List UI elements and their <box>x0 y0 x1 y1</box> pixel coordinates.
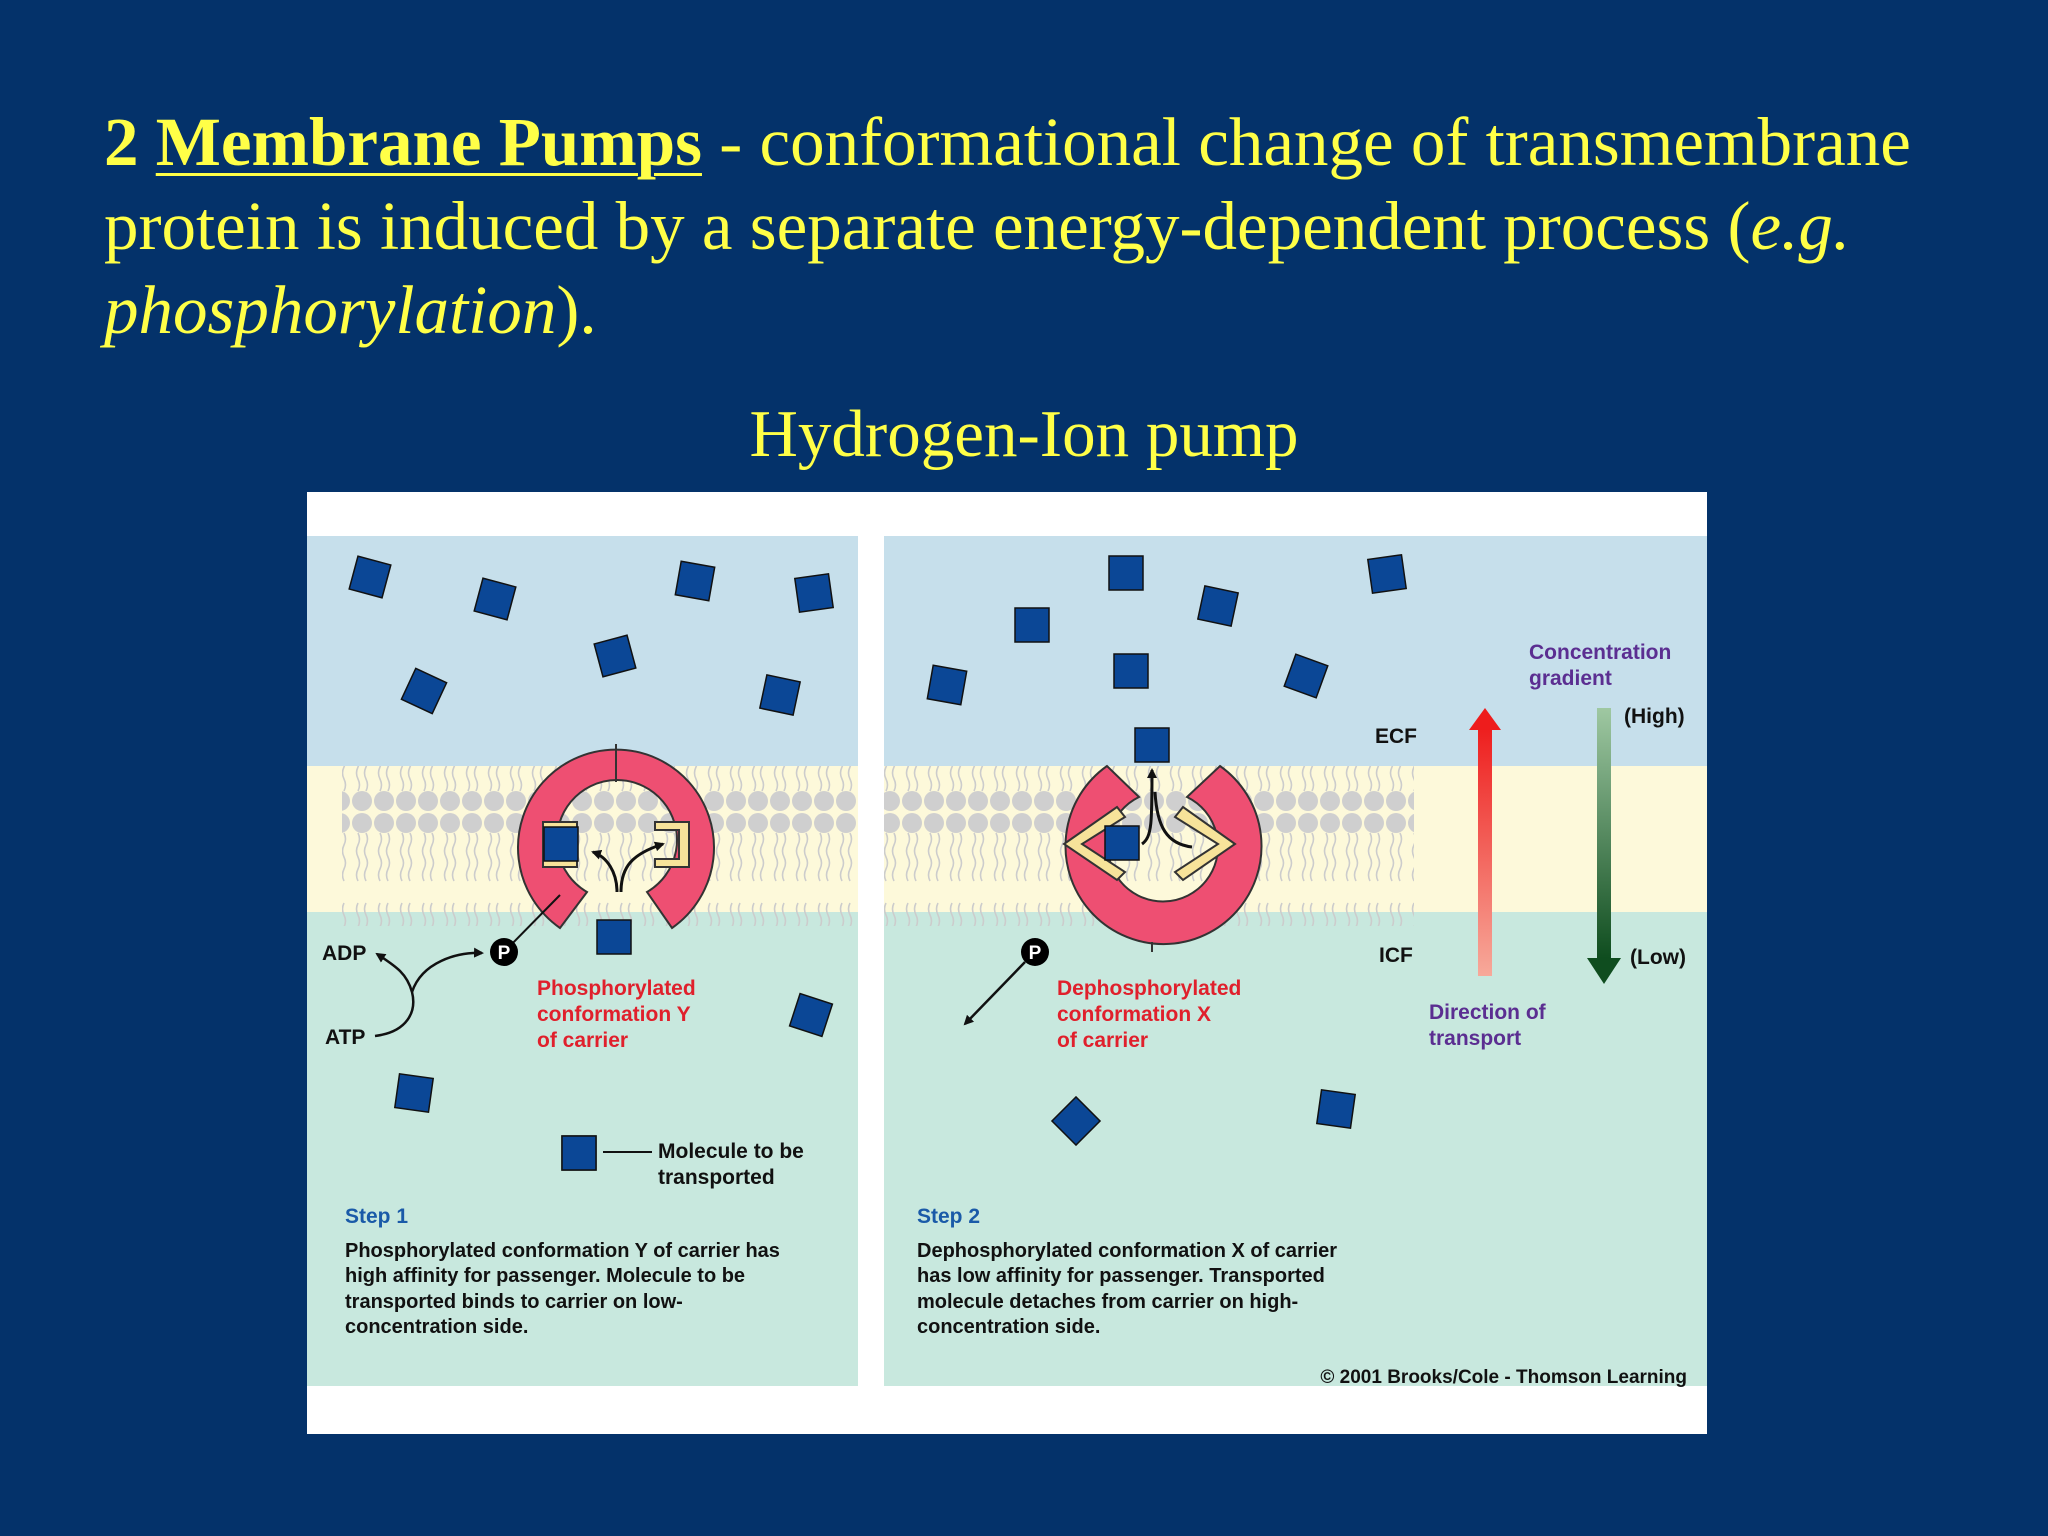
heading-text-2: ). <box>556 272 597 348</box>
gradient-label-1: Concentration <box>1529 641 1671 664</box>
released-phosphate: P <box>963 938 1049 1026</box>
direction-arrow <box>1469 708 1501 976</box>
molecule-icon <box>758 673 802 717</box>
molecule-icon <box>1014 607 1050 643</box>
phosphate-icon <box>490 938 518 966</box>
molecule-icon <box>1113 653 1149 689</box>
molecule-icon <box>561 1135 597 1171</box>
phosphate-label: P <box>498 943 511 964</box>
molecule-icon <box>348 555 392 599</box>
legend-label-1: Molecule to be <box>658 1140 804 1163</box>
atp-cycle: P ADP ATP <box>322 894 561 1049</box>
step-1-line-1: Phosphorylated conformation Y of carrier… <box>345 1240 780 1262</box>
dephosphorylated-label-2: conformation X <box>1057 1003 1211 1026</box>
legend-label-2: transported <box>658 1166 775 1189</box>
copyright-text: © 2001 Brooks/Cole - Thomson Learning <box>1320 1367 1687 1388</box>
molecule-icon <box>393 1072 435 1114</box>
heading-eg: e.g. <box>1750 188 1851 264</box>
slide-heading: 2 Membrane Pumps - conformational change… <box>104 100 1964 352</box>
molecule-icon <box>788 992 834 1038</box>
pump-diagram: P ADP ATP P Phosphorylated conformation … <box>307 492 1707 1434</box>
molecule-icon <box>473 577 517 621</box>
gradient-arrow <box>1587 708 1621 984</box>
heading-text-1: - conformational change of transmembrane… <box>104 104 1911 264</box>
phosphate-label: P <box>1029 943 1042 964</box>
adp-label: ADP <box>322 942 366 965</box>
direction-label-2: transport <box>1429 1027 1521 1050</box>
dephosphorylated-label-1: Dephosphorylated <box>1057 977 1241 1000</box>
dephosphorylated-label-3: of carrier <box>1057 1029 1148 1052</box>
icf-label: ICF <box>1379 944 1413 967</box>
molecule-icon <box>1366 553 1408 595</box>
step-2-line-4: concentration side. <box>917 1316 1100 1338</box>
heading-term: Membrane Pumps <box>155 104 702 180</box>
molecule-icon <box>1134 727 1170 763</box>
step-1: Step 1 Phosphorylated conformation Y of … <box>345 1205 780 1338</box>
molecule-icon <box>1104 825 1140 861</box>
legend: Molecule to be transported <box>561 1135 804 1189</box>
gradient-label-2: gradient <box>1529 667 1612 690</box>
step-1-title: Step 1 <box>345 1205 408 1228</box>
molecule-icon <box>400 667 448 715</box>
low-label: (Low) <box>1630 946 1686 969</box>
step-1-line-2: high affinity for passenger. Molecule to… <box>345 1265 745 1287</box>
phosphorylated-label-3: of carrier <box>537 1029 628 1052</box>
step-1-line-4: concentration side. <box>345 1316 528 1338</box>
molecule-icon <box>1050 1095 1102 1147</box>
arrow-icon <box>963 961 1026 1026</box>
step-2-line-2: has low affinity for passenger. Transpor… <box>917 1265 1325 1287</box>
lipid-bilayer-left <box>342 766 858 926</box>
molecule-icon <box>1315 1088 1357 1130</box>
molecule-icon <box>593 634 637 678</box>
phosphorylated-label-2: conformation Y <box>537 1003 691 1026</box>
direction-label-1: Direction of <box>1429 1001 1547 1024</box>
step-2: Step 2 Dephosphorylated conformation X o… <box>917 1205 1337 1338</box>
high-label: (High) <box>1624 705 1685 728</box>
molecule-icon <box>596 919 632 955</box>
slide-subtitle: Hydrogen-Ion pump <box>749 397 1299 471</box>
molecule-icon <box>1196 584 1240 628</box>
phosphate-icon <box>1021 938 1049 966</box>
atp-label: ATP <box>325 1026 365 1049</box>
step-1-line-3: transported binds to carrier on low- <box>345 1291 683 1313</box>
step-2-line-1: Dephosphorylated conformation X of carri… <box>917 1240 1337 1262</box>
pump-diagram-svg: P ADP ATP P Phosphorylated conformation … <box>307 536 1707 1388</box>
ecf-label: ECF <box>1375 725 1417 748</box>
heading-number: 2 <box>104 104 139 180</box>
molecule-icon <box>674 560 716 602</box>
molecule-icon <box>543 826 579 862</box>
step-2-title: Step 2 <box>917 1205 980 1228</box>
molecule-icon <box>793 572 835 614</box>
molecules <box>348 553 1408 1171</box>
molecule-icon <box>1283 653 1329 699</box>
step-2-line-3: molecule detaches from carrier on high- <box>917 1291 1298 1313</box>
phosphorylated-label-1: Phosphorylated <box>537 977 696 1000</box>
molecule-icon <box>1108 555 1144 591</box>
molecule-icon <box>926 664 968 706</box>
heading-italic: phosphorylation <box>104 272 557 348</box>
